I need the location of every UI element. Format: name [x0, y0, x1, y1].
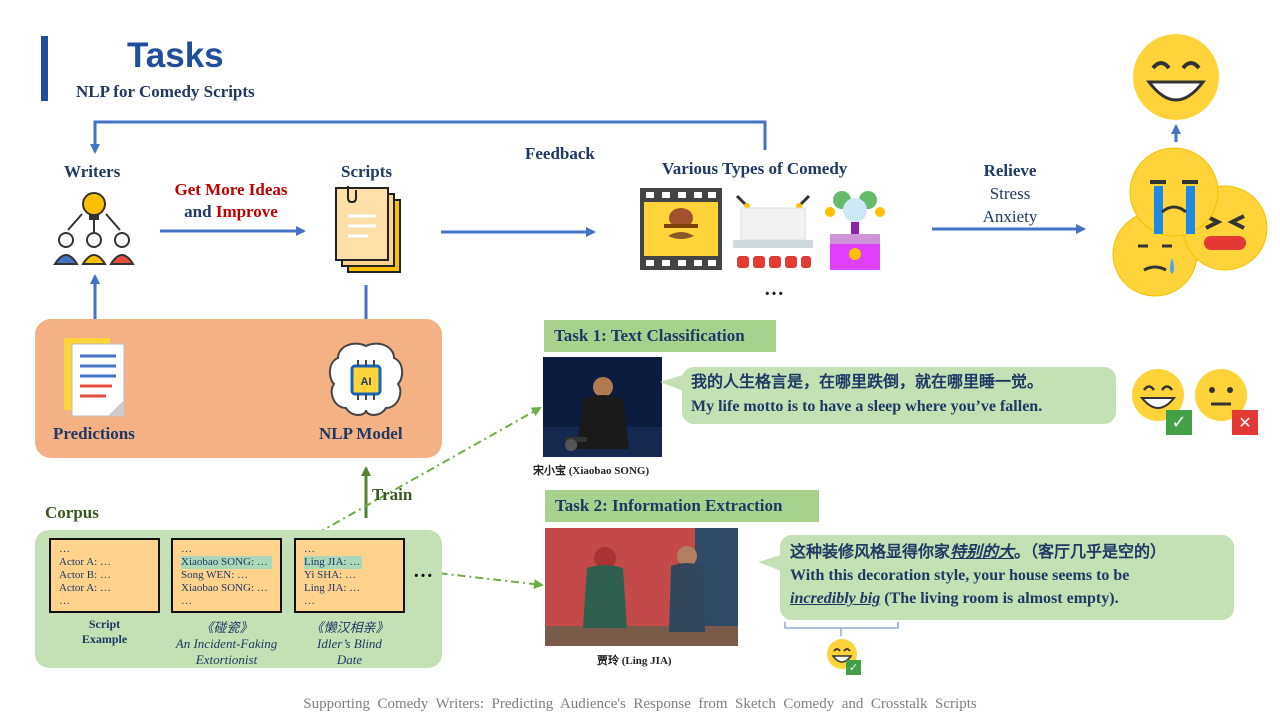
card-caption-jia: 《懒汉相亲》 Idler’s Blind Date — [284, 617, 415, 668]
task1-english-text: My life motto is to have a sleep where y… — [691, 398, 1043, 415]
card-line: … — [304, 543, 315, 555]
page-title: Tasks — [127, 36, 224, 75]
caption-line: 《懒汉相亲》 — [310, 620, 389, 635]
task1-photo-caption: 宋小宝 (Xiaobao SONG) — [533, 465, 650, 477]
caption-line: Script — [88, 617, 121, 631]
predictions-label: Predictions — [53, 424, 135, 443]
corpus-title: Corpus — [45, 503, 99, 522]
task1-check-badge: ✓ — [1166, 410, 1192, 435]
task1-bubble-tail — [660, 374, 686, 392]
footer-caption: Supporting Comedy Writers: Predicting Au… — [303, 696, 977, 712]
card-line: Actor B: … — [59, 569, 111, 581]
card-line: … — [181, 543, 192, 555]
card-line-highlight: Ling JIA: … — [304, 556, 363, 569]
task1-photo — [543, 357, 662, 457]
feedback-loop-arrow — [90, 120, 767, 154]
writers-label: Writers — [64, 162, 121, 181]
train-label: Train — [372, 485, 413, 504]
get-ideas-line1: Get More Ideas — [174, 180, 288, 199]
task1-cross-badge: ✕ — [1232, 410, 1258, 435]
get-ideas-improve: Improve — [215, 202, 278, 221]
card-line: Actor A: … — [59, 582, 111, 594]
task2-en-line2: incredibly big (The living room is almos… — [790, 587, 1234, 610]
task2-bubble: 这种装修风格显得你家特别的大。（客厅几乎是空的） With this decor… — [780, 535, 1234, 620]
scripts-icon — [335, 186, 401, 273]
task1-tag: Task 1: Text Classification — [544, 320, 776, 352]
relieve-block: Relieve Stress Anxiety — [960, 159, 1060, 228]
task2-zh-highlight: 特别的大 — [950, 544, 1015, 561]
caption-line: An Incident-Faking — [175, 636, 278, 651]
page-subtitle: NLP for Comedy Scripts — [76, 82, 255, 101]
card-line: Song WEN: … — [181, 569, 249, 581]
feedback-label: Feedback — [525, 144, 595, 163]
neutral-face-icon — [1195, 369, 1247, 421]
card-line: Yi SHA: … — [304, 569, 356, 581]
corpus-more-ellipsis: … — [413, 560, 433, 582]
ai-chip-label: AI — [361, 376, 372, 388]
writers-icon — [53, 192, 135, 265]
task2-zh-part-c: 。（客厅几乎是空的） — [1014, 544, 1167, 561]
task2-en-line1: With this decoration style, your house s… — [790, 567, 1130, 584]
caption-line: 《碰瓷》 — [200, 620, 253, 635]
task2-en-highlight: incredibly big — [790, 590, 881, 607]
caption-line: Extortionist — [195, 652, 258, 667]
caption-line: Example — [81, 632, 128, 646]
highlight-bracket — [784, 622, 899, 636]
brain-ai-icon: AI — [328, 342, 404, 416]
task2-bubble-tail — [758, 554, 784, 572]
nlp-model-label: NLP Model — [319, 424, 403, 443]
relieve-label: Relieve — [983, 161, 1037, 180]
header-accent-bar — [41, 36, 48, 101]
happy-face-icon — [1133, 34, 1219, 120]
script-card-song: … Xiaobao SONG: … Song WEN: … Xiaobao SO… — [171, 538, 282, 613]
anxiety-label: Anxiety — [982, 207, 1038, 226]
get-ideas-and: and — [184, 202, 216, 221]
card-caption-song: 《碰瓷》 An Incident-Faking Extortionist — [160, 617, 293, 668]
card-caption-example: Script Example — [49, 617, 160, 647]
task2-photo — [545, 528, 738, 646]
card-line: Xiaobao SONG: … — [181, 582, 268, 594]
stage-comedy-icon — [733, 194, 813, 268]
predictions-icon — [64, 338, 125, 417]
grin-face-icon — [1132, 369, 1184, 421]
card-line: Actor A: … — [59, 556, 111, 568]
card-line: … — [181, 595, 192, 607]
card-line: … — [304, 595, 315, 607]
task2-chinese-line: 这种装修风格显得你家特别的大。（客厅几乎是空的） — [790, 541, 1234, 564]
caption-line: Date — [336, 652, 363, 667]
card-line: … — [59, 595, 70, 607]
task2-en-part-c: (The living room is almost empty). — [880, 590, 1119, 607]
task2-photo-caption: 贾玲 (Ling JIA) — [597, 655, 672, 667]
scripts-label: Scripts — [341, 162, 392, 181]
card-line-highlight: Xiaobao SONG: … — [181, 556, 272, 569]
jester-box-icon — [825, 191, 885, 270]
comedy-types-label: Various Types of Comedy — [662, 159, 848, 178]
card-line: … — [59, 543, 70, 555]
caption-line: Idler’s Blind — [317, 636, 382, 651]
stress-label: Stress — [989, 184, 1031, 203]
task2-zh-part-a: 这种装修风格显得你家 — [790, 544, 951, 561]
task2-tag: Task 2: Information Extraction — [545, 490, 819, 522]
task1-bubble: 我的人生格言是，在哪里跌倒，就在哪里睡一觉。 My life motto is … — [682, 367, 1116, 424]
task1-chinese-text: 我的人生格言是，在哪里跌倒，就在哪里睡一觉。 — [691, 374, 1044, 391]
comedy-more-ellipsis: … — [764, 278, 784, 300]
card-line: Ling JIA: … — [304, 582, 361, 594]
script-card-example: … Actor A: … Actor B: … Actor A: … … — [49, 538, 160, 613]
get-ideas-label: Get More Ideas and Improve — [160, 179, 302, 223]
stressed-faces-icon — [1112, 147, 1268, 297]
film-comedy-icon — [640, 188, 722, 270]
script-card-jia: … Ling JIA: … Yi SHA: … Ling JIA: … … — [294, 538, 405, 613]
task2-check-badge: ✓ — [846, 660, 861, 675]
